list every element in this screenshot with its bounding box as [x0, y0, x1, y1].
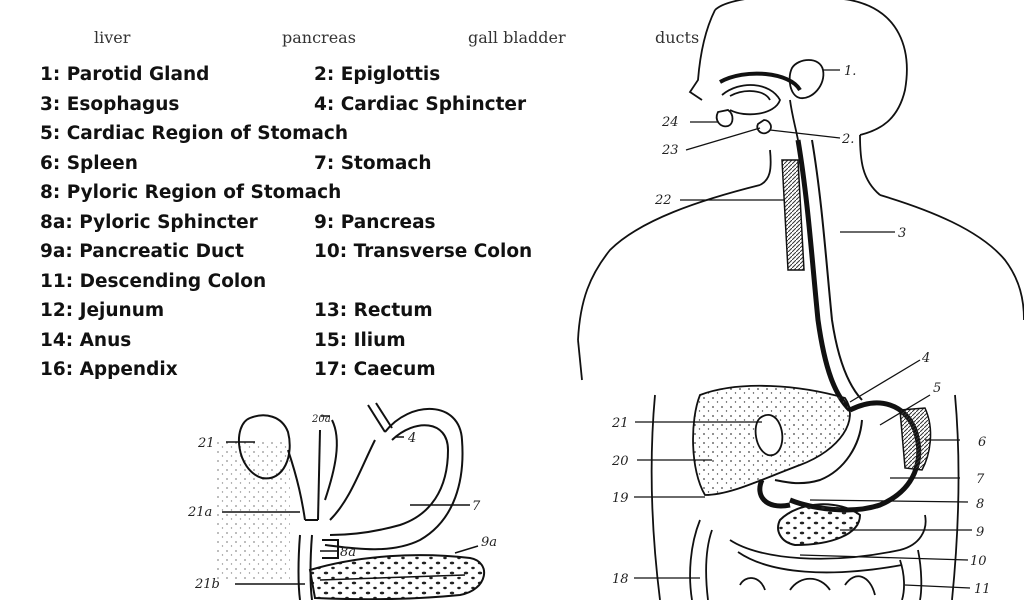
legend-entry: 14: Anus	[40, 329, 132, 351]
diagram-label: 21b	[194, 577, 220, 592]
body-diagram-labels: 1. 2. 3 4 5 6 7 8 9 10 11 24 23 22 21 20…	[611, 64, 991, 597]
diagram-label: 23	[661, 143, 679, 158]
small-digestive-diagram	[215, 402, 486, 600]
diagram-label: 20a	[311, 414, 331, 425]
diagram-label: 10	[970, 554, 987, 569]
legend-entry: 4: Cardiac Sphincter	[314, 93, 527, 115]
diagram-label: 21a	[187, 505, 212, 520]
legend-entry: 1: Parotid Gland	[40, 64, 210, 85]
legend-entry: 7: Stomach	[314, 152, 432, 174]
diagram-label: 1.	[844, 64, 856, 79]
diagram-label: 18	[612, 572, 629, 587]
legend-entry: 12: Jejunum	[40, 300, 165, 321]
diagram-label: 11	[974, 582, 991, 597]
pancreas	[777, 503, 862, 547]
diagram-label: 22	[654, 193, 672, 208]
diagram-label: 7	[976, 472, 985, 487]
diagram-label: 21	[611, 416, 629, 431]
word-label-gall-bladder: gall bladder	[468, 28, 566, 47]
diagram-label: 2.	[841, 132, 854, 147]
oral-structures	[715, 59, 825, 141]
diagram-label: 8	[976, 497, 984, 512]
intestines	[689, 514, 927, 600]
diagram-label: 7	[472, 499, 481, 514]
diagram-label: 5	[933, 381, 941, 396]
word-label-pancreas: pancreas	[282, 28, 356, 47]
legend-entry: 17: Caecum	[314, 359, 436, 380]
legend-entry: 9: Pancreas	[314, 211, 436, 233]
diagram-label: 9	[976, 525, 984, 540]
diagram-label: 24	[661, 115, 679, 130]
legend-entry: 8a: Pyloric Sphincter	[40, 211, 258, 233]
diagram-label: 19	[612, 491, 629, 506]
legend-entry: 5: Cardiac Region of Stomach	[40, 123, 349, 144]
esophagus	[781, 139, 863, 412]
legend-entry: 10: Transverse Colon	[314, 241, 533, 262]
legend-entry: 15: Ilium	[314, 329, 406, 351]
legend-entry: 8: Pyloric Region of Stomach	[40, 182, 342, 203]
liver	[692, 384, 851, 496]
legend-entry: 6: Spleen	[40, 152, 138, 174]
word-label-liver: liver	[94, 28, 131, 47]
legend-entry: 3: Esophagus	[40, 93, 180, 115]
legend-entry: 16: Appendix	[40, 359, 178, 380]
diagram-label: 4	[921, 351, 930, 366]
diagram-label: 9a	[481, 535, 497, 550]
diagram-label: 6	[978, 435, 986, 450]
diagram-label: 8a	[340, 545, 356, 560]
diagram-label: 20	[611, 454, 629, 469]
word-label-ducts: ducts	[655, 28, 700, 47]
diagram-label: 4	[407, 431, 416, 446]
diagram-label: 3	[898, 226, 906, 241]
body-outline	[577, 0, 1024, 600]
legend-entry: 13: Rectum	[314, 300, 433, 321]
legend-entry: 11: Descending Colon	[40, 270, 267, 292]
legend-entry: 9a: Pancreatic Duct	[40, 241, 244, 262]
legend-entry: 2: Epiglottis	[314, 64, 441, 85]
small-diagram-labels: 21 20a 4 7 21a 8a 9a 21b	[187, 414, 497, 592]
diagram-label: 21	[197, 436, 215, 451]
